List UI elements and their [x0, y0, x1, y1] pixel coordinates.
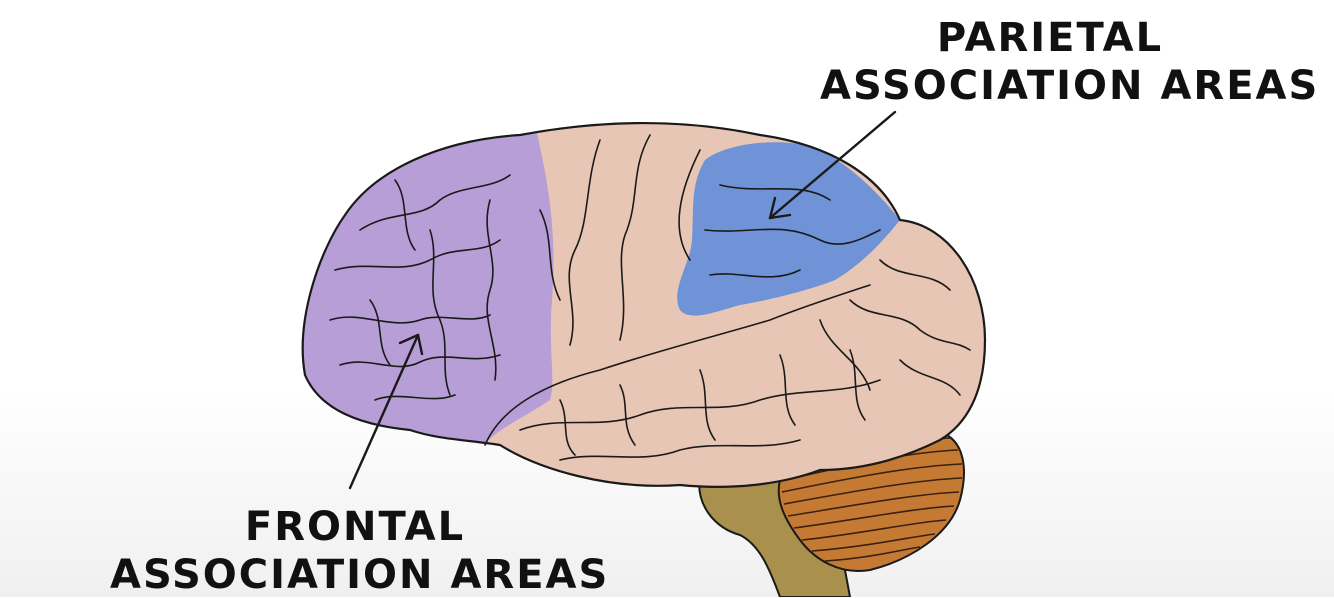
parietal-label-line2: ASSOCIATION AREAS [820, 63, 1320, 109]
parietal-association-region [677, 142, 900, 316]
sulci-lines [329, 134, 971, 461]
parietal-label-line1: PARIETAL [936, 15, 1164, 61]
frontal-label-line2: ASSOCIATION AREAS [110, 552, 610, 598]
parietal-arrow [768, 110, 897, 220]
frontal-arrow [348, 333, 424, 490]
frontal-label-line1: FRONTAL [244, 504, 466, 550]
cerebrum-outline [301, 121, 987, 488]
frontal-association-region [302, 122, 554, 460]
parietal-association-label: PARIETAL ASSOCIATION AREAS [820, 15, 1320, 109]
frontal-association-label: FRONTAL ASSOCIATION AREAS [110, 504, 610, 598]
